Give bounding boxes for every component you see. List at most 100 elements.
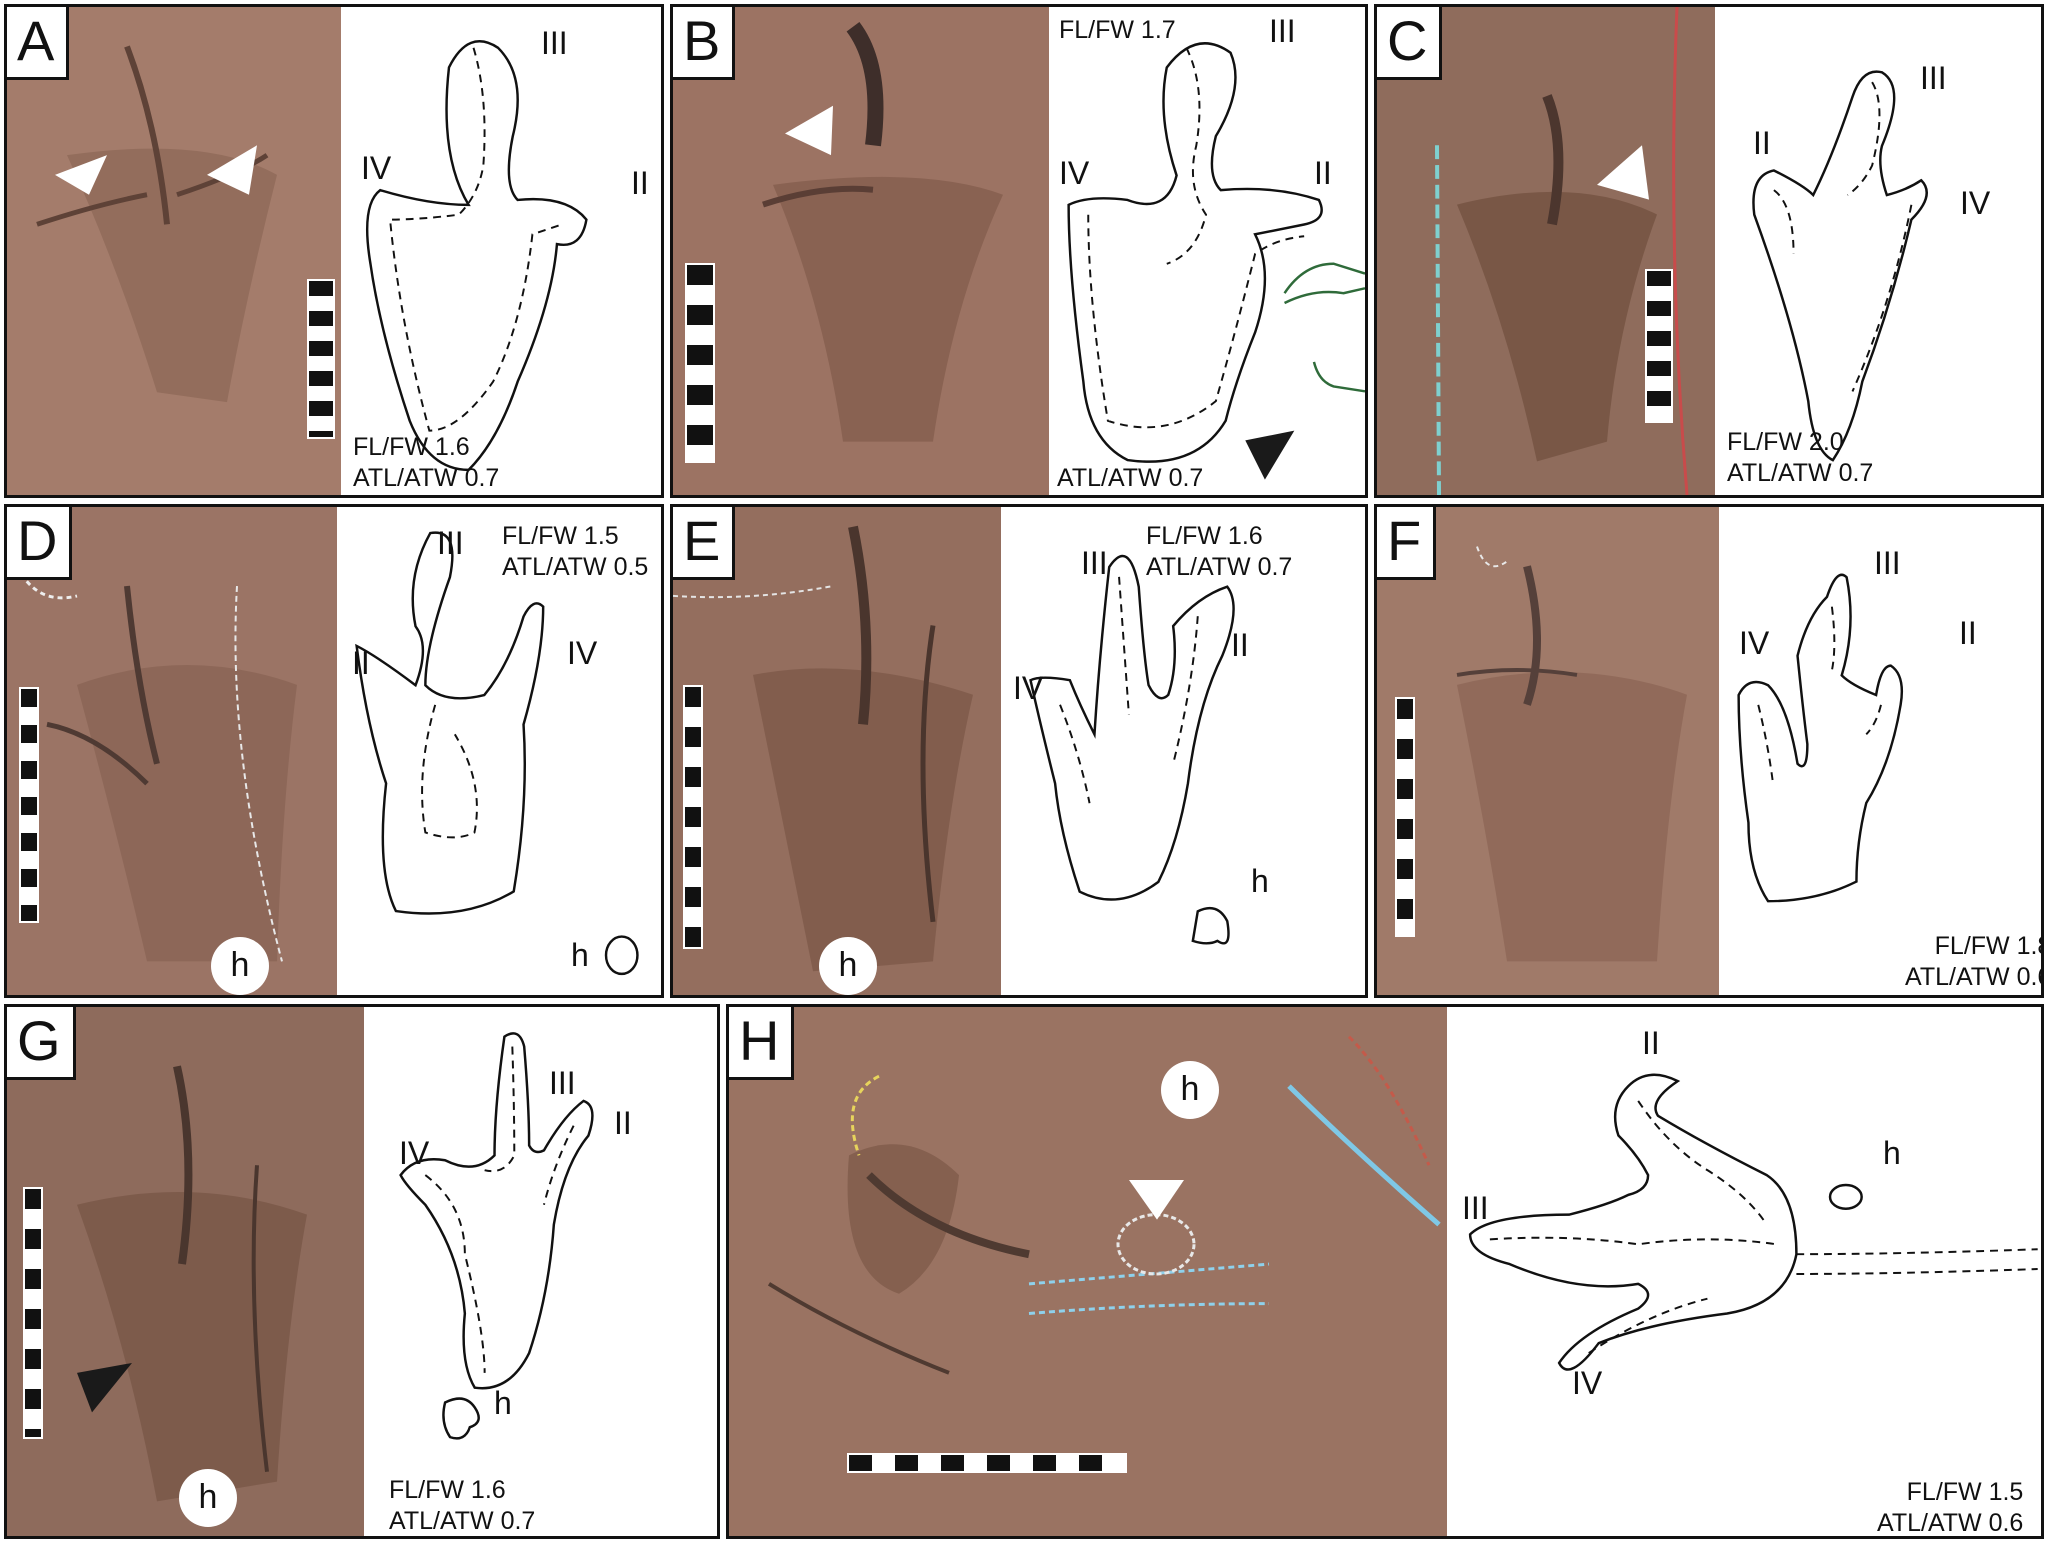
digit-label: III: [1269, 13, 1296, 49]
ratio-text: FL/FW 1.5 ATL/ATW 0.6: [1877, 1477, 2024, 1537]
track-drawing: II III IV h FL/FW 1.5 ATL/ATW 0.6: [1447, 1007, 2041, 1536]
digit-label: III: [1874, 545, 1901, 581]
digit-label: III: [549, 1065, 576, 1101]
photo-scale-bar: [19, 687, 39, 923]
ratio-text: FL/FW 1.6 ATL/ATW 0.7: [389, 1475, 535, 1536]
ratio-text: FL/FW 1.6 ATL/ATW 0.7: [353, 432, 499, 493]
digit-label: II: [1314, 155, 1332, 191]
panel-letter: D: [7, 507, 73, 580]
ratio-text: FL/FW 1.5 ATL/ATW 0.5: [502, 521, 648, 582]
track-photo: h: [7, 1007, 364, 1536]
panel-b: B III IV II FL/FW 1.7 ATL/ATW 0.7: [670, 4, 1368, 498]
panel-letter: C: [1377, 7, 1443, 80]
atl-atw-ratio: ATL/ATW 0.7: [353, 463, 500, 492]
panel-a: A III IV II FL/FW 1.6 ATL/ATW 0.7: [4, 4, 664, 498]
panel-f: F III IV II FL/FW 1.8 ATL/ATW 0.6: [1374, 504, 2044, 998]
track-photo: [1377, 7, 1715, 495]
h-label: h: [1251, 863, 1269, 899]
h-badge: h: [1161, 1061, 1219, 1119]
track-photo: h: [729, 1007, 1447, 1536]
h-badge: h: [819, 937, 877, 995]
track-drawing: III II IV FL/FW 2.0 ATL/ATW 0.7: [1715, 7, 2041, 495]
atl-atw-ratio: ATL/ATW 0.7: [1146, 552, 1293, 581]
h-badge: h: [179, 1469, 237, 1527]
panel-letter: E: [673, 507, 736, 580]
black-arrowhead: [1245, 430, 1295, 480]
digit-label: II: [1959, 615, 1977, 651]
fl-fw-ratio: FL/FW 1.6: [353, 433, 470, 461]
photo-scale-bar: [847, 1453, 1127, 1473]
h-label: h: [571, 937, 589, 973]
track-photo: [1377, 507, 1719, 995]
digit-label: III: [1081, 545, 1108, 581]
atl-atw-ratio: ATL/ATW 0.6: [1905, 962, 2044, 991]
digit-label: III: [1462, 1190, 1489, 1226]
digit-label: III: [437, 525, 464, 561]
photo-scale-bar: [23, 1187, 43, 1439]
track-drawing: III IV II FL/FW 1.6 ATL/ATW 0.7 h: [1001, 507, 1365, 995]
atl-atw-ratio: ATL/ATW 0.6: [1877, 1508, 2024, 1537]
digit-label: III: [541, 25, 568, 61]
fl-fw-ratio: FL/FW 1.8: [1934, 932, 2044, 960]
digit-label: II: [1642, 1025, 1660, 1061]
fl-fw-ratio: FL/FW 1.7: [1059, 16, 1176, 44]
digit-label: II: [1753, 125, 1771, 161]
panel-letter: H: [729, 1007, 795, 1080]
black-arrowhead: [77, 1362, 132, 1413]
photo-scale-bar: [683, 685, 703, 949]
ratio-text: FL/FW 2.0 ATL/ATW 0.7: [1727, 427, 1873, 488]
panel-c: C III II IV FL/FW 2.0 ATL/ATW 0.7: [1374, 4, 2044, 498]
photo-scale-bar: [1395, 697, 1415, 937]
photo-scale-bar: [685, 263, 715, 463]
fl-fw-ratio: FL/FW 1.5: [1906, 1478, 2024, 1506]
digit-label: II: [352, 645, 370, 681]
atl-atw-ratio: ATL/ATW 0.7: [389, 1506, 536, 1535]
panel-letter: F: [1377, 507, 1437, 580]
digit-label: II: [1231, 627, 1249, 663]
atl-atw-ratio: ATL/ATW 0.7: [1057, 464, 1204, 492]
track-drawing: III IV II FL/FW 1.7 ATL/ATW 0.7: [1049, 7, 1365, 495]
track-photo: [673, 7, 1049, 495]
white-arrowhead: [207, 145, 257, 195]
h-label: h: [1883, 1135, 1901, 1171]
digit-label: III: [1920, 60, 1947, 96]
panel-d: D h III II IV FL/FW 1.5 ATL/ATW 0.5 h: [4, 504, 664, 998]
track-drawing: III IV II FL/FW 1.6 ATL/ATW 0.7: [341, 7, 661, 495]
track-photo: h: [7, 507, 337, 995]
track-photo: [7, 7, 341, 495]
panel-letter: A: [7, 7, 70, 80]
panel-e: E h III IV II FL/FW 1.6 ATL/ATW 0.7 h: [670, 504, 1368, 998]
digit-label: II: [631, 165, 649, 201]
atl-atw-ratio: ATL/ATW 0.7: [1727, 458, 1874, 487]
ratio-text: FL/FW 1.6 ATL/ATW 0.7: [1146, 521, 1292, 582]
photo-scale-bar: [1645, 269, 1673, 423]
white-arrowhead: [1129, 1180, 1184, 1220]
fl-fw-ratio: FL/FW 1.6: [1146, 522, 1263, 550]
panel-g: G h III IV II FL/FW 1.6 ATL/ATW 0.7 h: [4, 1004, 720, 1539]
digit-label: IV: [567, 635, 598, 671]
digit-label: IV: [1960, 185, 1991, 221]
track-drawing: III IV II FL/FW 1.6 ATL/ATW 0.7 h: [364, 1007, 717, 1536]
digit-label: IV: [1059, 155, 1090, 191]
panel-letter: B: [673, 7, 736, 80]
digit-label: II: [614, 1105, 632, 1141]
digit-label: IV: [1013, 670, 1044, 706]
digit-label: IV: [399, 1135, 430, 1171]
white-arrowhead: [785, 105, 833, 156]
panel-h: H h II III IV h FL/FW 1.5: [726, 1004, 2044, 1539]
fl-fw-ratio: FL/FW 2.0: [1727, 428, 1844, 456]
white-arrowhead: [1597, 145, 1649, 200]
h-label: h: [494, 1385, 512, 1421]
digit-label: IV: [1739, 625, 1770, 661]
atl-atw-ratio: ATL/ATW 0.5: [502, 552, 649, 581]
track-drawing: III II IV FL/FW 1.5 ATL/ATW 0.5 h: [337, 507, 661, 995]
digit-label: IV: [1572, 1365, 1603, 1401]
track-drawing: III IV II FL/FW 1.8 ATL/ATW 0.6: [1719, 507, 2041, 995]
photo-scale-bar: [307, 279, 335, 439]
digit-label: IV: [361, 150, 392, 186]
panel-letter: G: [7, 1007, 76, 1080]
white-arrowhead: [55, 155, 107, 195]
track-photo: h: [673, 507, 1001, 995]
h-badge: h: [211, 937, 269, 995]
ratio-text: FL/FW 1.8 ATL/ATW 0.6: [1905, 931, 2044, 992]
